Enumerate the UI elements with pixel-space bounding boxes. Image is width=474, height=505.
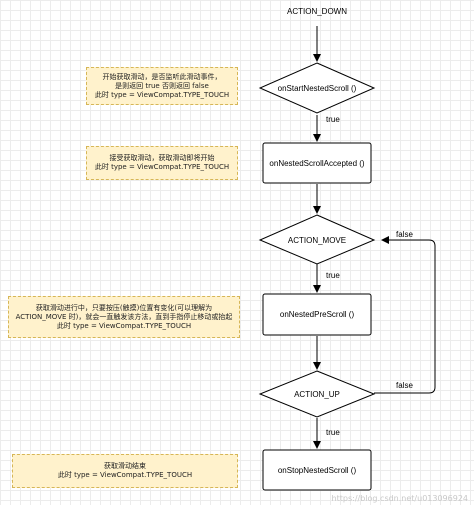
label-onstartnestedscroll: onStartNestedScroll () <box>278 84 357 93</box>
label-onnestedprescroll: onNestedPreScroll () <box>280 310 355 319</box>
note-accepted: 接受获取滑动，获取滑动即将开始 此时 type = ViewCompat.TYP… <box>86 146 238 180</box>
process-onnestedprescroll <box>262 293 372 336</box>
note-line: 此时 type = ViewCompat.TYPE_TOUCH <box>94 163 230 171</box>
watermark: https://blog.csdn.net/u013096924 <box>331 494 468 503</box>
edge-label-move-true: true <box>326 271 340 280</box>
node-action-down: ACTION_DOWN <box>287 7 347 16</box>
label-onnestedscrollaccepted: onNestedScrollAccepted () <box>269 159 364 168</box>
edge-up-false-loop <box>374 236 436 394</box>
process-onnestedscrollaccepted <box>262 142 372 184</box>
edge-label-up-true: true <box>326 428 340 437</box>
note-stop: 获取滑动结束 此时 type = ViewCompat.TYPE_TOUCH <box>12 454 238 488</box>
note-line: 此时 type = ViewCompat.TYPE_TOUCH <box>57 471 193 479</box>
note-line: 此时 type = ViewCompat.TYPE_TOUCH <box>56 321 192 330</box>
note-line: 获取滑动结束 <box>104 462 146 470</box>
decision-action-move <box>258 214 376 265</box>
note-line: 获取滑动进行中，只要按压(触摸)位置有变化(可以理解为 <box>35 303 213 312</box>
label-onstopnestedscroll: onStopNestedScroll () <box>278 466 357 475</box>
edge-label-up-false: false <box>396 381 413 390</box>
process-onstopnestedscroll <box>262 449 372 491</box>
note-line: 开始获取滑动，是否监听此滑动事件， <box>102 72 222 81</box>
edge-label-start-true: true <box>326 115 340 124</box>
note-start-nested: 开始获取滑动，是否监听此滑动事件， 是则返回 true 否则返回 false 此… <box>86 67 238 105</box>
decision-action-up <box>258 370 376 418</box>
note-line: ACTION_MOVE 时)，就会一直触发该方法，直到手指停止移动或抬起 <box>15 312 233 321</box>
label-action-move: ACTION_MOVE <box>288 236 346 245</box>
note-line: 是则返回 true 否则返回 false <box>115 81 209 90</box>
note-line: 接受获取滑动，获取滑动即将开始 <box>109 154 215 162</box>
note-pre-scroll: 获取滑动进行中，只要按压(触摸)位置有变化(可以理解为 ACTION_MOVE … <box>8 296 240 338</box>
edge-label-move-false: false <box>396 230 413 239</box>
decision-onstartnestedscroll <box>258 62 376 114</box>
note-line: 此时 type = ViewCompat.TYPE_TOUCH <box>94 90 230 99</box>
label-action-up: ACTION_UP <box>294 390 340 399</box>
